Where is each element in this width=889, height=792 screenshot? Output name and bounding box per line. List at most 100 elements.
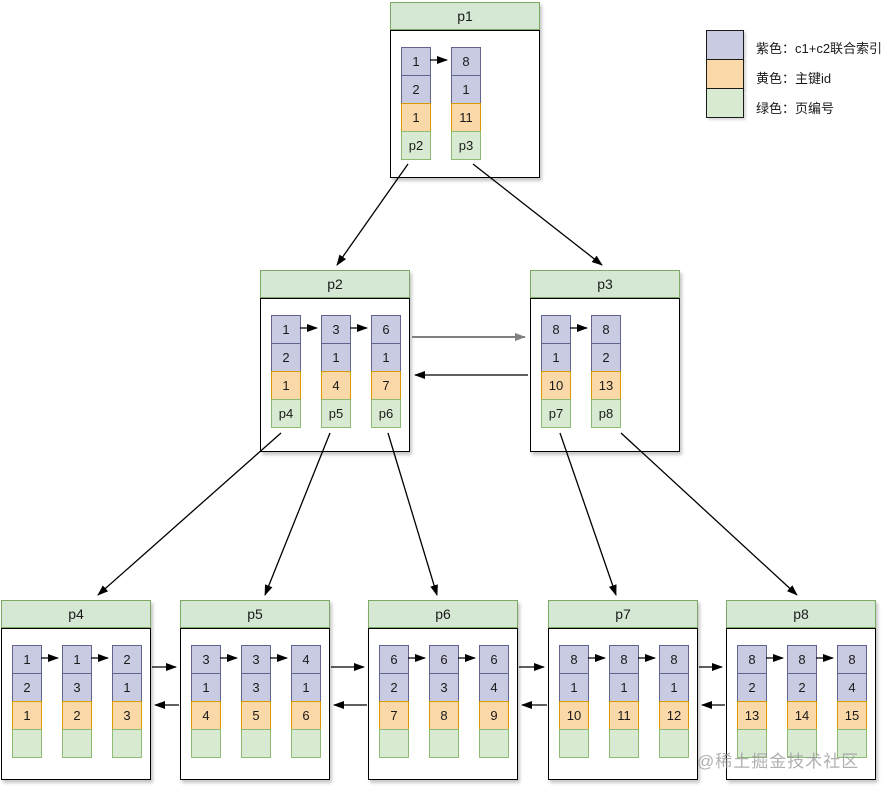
page-cell bbox=[737, 729, 767, 758]
arrow-p2-to-p5 bbox=[264, 432, 331, 596]
c2-cell: 1 bbox=[112, 673, 142, 702]
record: 6 3 8 bbox=[429, 645, 459, 758]
c1-cell: 6 bbox=[429, 645, 459, 674]
c2-cell: 4 bbox=[479, 673, 509, 702]
id-cell: 12 bbox=[659, 701, 689, 730]
node-body-p3: 8 1 10 p7 8 2 13 p8 bbox=[530, 298, 680, 452]
c1-cell: 8 bbox=[737, 645, 767, 674]
node-title-p8: p8 bbox=[726, 600, 876, 628]
c2-cell: 1 bbox=[191, 673, 221, 702]
record: 8 2 13 bbox=[737, 645, 767, 758]
watermark: @稀土掘金技术社区 bbox=[697, 752, 860, 771]
c2-cell: 1 bbox=[371, 343, 401, 372]
tree-node-p3: p3 8 1 10 p7 8 2 13 p8 bbox=[530, 270, 680, 452]
arrow-p2-to-p4 bbox=[97, 432, 282, 596]
node-body-p5: 3 1 4 3 3 5 4 1 6 bbox=[180, 628, 330, 780]
record: 6 2 7 bbox=[379, 645, 409, 758]
page-cell bbox=[112, 729, 142, 758]
c2-cell: 1 bbox=[659, 673, 689, 702]
c1-cell: 3 bbox=[241, 645, 271, 674]
node-title-p2: p2 bbox=[260, 270, 410, 298]
page-cell: p3 bbox=[451, 131, 481, 160]
c2-cell: 1 bbox=[451, 75, 481, 104]
page-cell bbox=[429, 729, 459, 758]
c2-cell: 2 bbox=[12, 673, 42, 702]
node-body-p8: 8 2 13 8 2 14 8 4 15 bbox=[726, 628, 876, 780]
node-body-p6: 6 2 7 6 3 8 6 4 9 bbox=[368, 628, 518, 780]
legend-orange-swatch bbox=[706, 59, 744, 89]
record: 3 1 4 bbox=[191, 645, 221, 758]
c1-cell: 3 bbox=[191, 645, 221, 674]
c2-cell: 3 bbox=[429, 673, 459, 702]
page-cell bbox=[479, 729, 509, 758]
page-cell bbox=[379, 729, 409, 758]
c1-cell: 8 bbox=[659, 645, 689, 674]
arrow-p3-to-p8 bbox=[620, 432, 798, 596]
page-cell bbox=[609, 729, 639, 758]
c1-cell: 3 bbox=[321, 315, 351, 344]
record: 1 2 1 p4 bbox=[271, 315, 301, 428]
node-body-p1: 1 2 1 p2 8 1 11 p3 bbox=[390, 30, 540, 178]
id-cell: 1 bbox=[271, 371, 301, 400]
id-cell: 2 bbox=[62, 701, 92, 730]
c1-cell: 1 bbox=[62, 645, 92, 674]
c1-cell: 8 bbox=[559, 645, 589, 674]
node-title-p5: p5 bbox=[180, 600, 330, 628]
id-cell: 7 bbox=[371, 371, 401, 400]
c2-cell: 2 bbox=[379, 673, 409, 702]
record: 6 1 7 p6 bbox=[371, 315, 401, 428]
tree-node-p2: p2 1 2 1 p4 3 1 4 p5 6 1 7 p6 bbox=[260, 270, 410, 452]
id-cell: 14 bbox=[787, 701, 817, 730]
page-cell: p5 bbox=[321, 399, 351, 428]
id-cell: 6 bbox=[291, 701, 321, 730]
page-cell: p7 bbox=[541, 399, 571, 428]
c2-cell: 3 bbox=[62, 673, 92, 702]
c2-cell: 1 bbox=[291, 673, 321, 702]
node-title-p6: p6 bbox=[368, 600, 518, 628]
node-title-p4: p4 bbox=[1, 600, 151, 628]
arrow-p2-to-p6 bbox=[387, 432, 438, 596]
id-cell: 11 bbox=[451, 103, 481, 132]
c1-cell: 8 bbox=[609, 645, 639, 674]
c2-cell: 2 bbox=[591, 343, 621, 372]
node-body-p7: 8 1 10 8 1 11 8 1 12 bbox=[548, 628, 698, 780]
page-cell bbox=[659, 729, 689, 758]
page-cell bbox=[559, 729, 589, 758]
c1-cell: 8 bbox=[591, 315, 621, 344]
page-cell bbox=[241, 729, 271, 758]
page-cell: p4 bbox=[271, 399, 301, 428]
c2-cell: 2 bbox=[737, 673, 767, 702]
id-cell: 3 bbox=[112, 701, 142, 730]
c1-cell: 6 bbox=[371, 315, 401, 344]
record: 8 1 10 bbox=[559, 645, 589, 758]
id-cell: 15 bbox=[837, 701, 867, 730]
record: 1 2 1 bbox=[12, 645, 42, 758]
c1-cell: 8 bbox=[787, 645, 817, 674]
legend-label-green: 绿色：页编号 bbox=[756, 101, 835, 116]
c1-cell: 1 bbox=[12, 645, 42, 674]
page-cell bbox=[62, 729, 92, 758]
tree-node-p4: p4 1 2 1 1 3 2 2 1 3 bbox=[1, 600, 151, 780]
node-body-p4: 1 2 1 1 3 2 2 1 3 bbox=[1, 628, 151, 780]
c2-cell: 3 bbox=[241, 673, 271, 702]
id-cell: 11 bbox=[609, 701, 639, 730]
page-cell bbox=[787, 729, 817, 758]
id-cell: 9 bbox=[479, 701, 509, 730]
c1-cell: 1 bbox=[401, 47, 431, 76]
record: 8 1 11 bbox=[609, 645, 639, 758]
c1-cell: 6 bbox=[379, 645, 409, 674]
record: 8 1 10 p7 bbox=[541, 315, 571, 428]
legend-label-purple: 紫色：c1+c2联合索引 bbox=[756, 41, 883, 56]
node-body-p2: 1 2 1 p4 3 1 4 p5 6 1 7 p6 bbox=[260, 298, 410, 452]
record: 8 1 12 bbox=[659, 645, 689, 758]
id-cell: 13 bbox=[591, 371, 621, 400]
id-cell: 4 bbox=[321, 371, 351, 400]
tree-node-p1: p1 1 2 1 p2 8 1 11 p3 bbox=[390, 2, 540, 178]
node-title-p7: p7 bbox=[548, 600, 698, 628]
legend-green-swatch bbox=[706, 88, 744, 118]
record: 8 2 13 p8 bbox=[591, 315, 621, 428]
id-cell: 8 bbox=[429, 701, 459, 730]
c2-cell: 2 bbox=[787, 673, 817, 702]
node-title-p3: p3 bbox=[530, 270, 680, 298]
